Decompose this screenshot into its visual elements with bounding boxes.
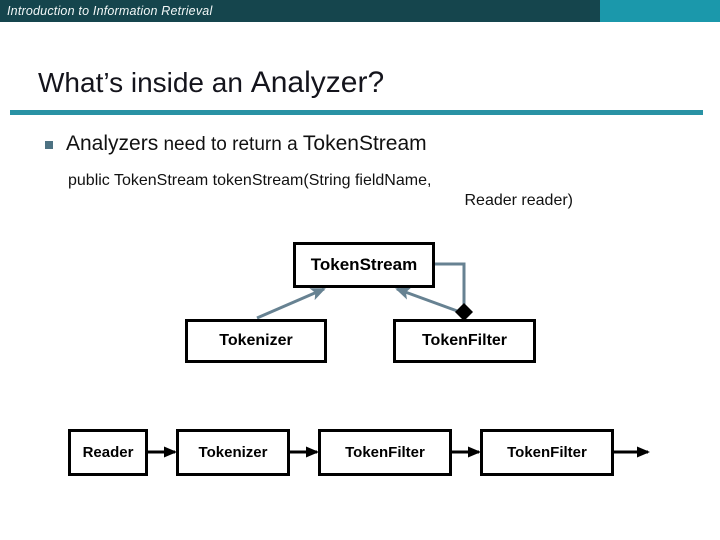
header-bar-accent [600, 0, 720, 22]
bullet-code-term: TokenStream [302, 132, 427, 155]
code-line-1: public TokenStream tokenStream(String fi… [68, 172, 432, 189]
uml-arrow-tokenfilter-to-tokenstream [395, 287, 461, 314]
bullet-square-icon [45, 141, 53, 149]
pipeline-box-reader: Reader [68, 429, 148, 476]
pipeline-box-tokenizer: Tokenizer [176, 429, 290, 476]
pipeline-box-tokenfilter-1: TokenFilter [318, 429, 452, 476]
code-line-2: Reader reader) [464, 192, 574, 209]
uml-composition-line [435, 262, 466, 305]
uml-arrow-tokenizer-to-tokenstream [256, 287, 326, 320]
bullet-lead: Analyzers [66, 132, 159, 155]
title-underline-rule [10, 110, 703, 115]
slide-title-prefix: What’s inside an [38, 67, 251, 98]
slide-title: What’s inside an Analyzer? [38, 66, 384, 100]
bullet-middle: need to return a [158, 134, 303, 155]
header-bar [0, 0, 600, 22]
pipeline-box-tokenfilter-2: TokenFilter [480, 429, 614, 476]
uml-box-tokenfilter: TokenFilter [393, 319, 536, 363]
slide-title-emphasis: Analyzer? [250, 66, 385, 99]
uml-box-tokenstream: TokenStream [293, 242, 435, 288]
course-title: Introduction to Information Retrieval [7, 4, 213, 18]
uml-box-tokenizer: Tokenizer [185, 319, 327, 363]
bullet-text: Analyzers need to return a TokenStream [66, 132, 427, 156]
